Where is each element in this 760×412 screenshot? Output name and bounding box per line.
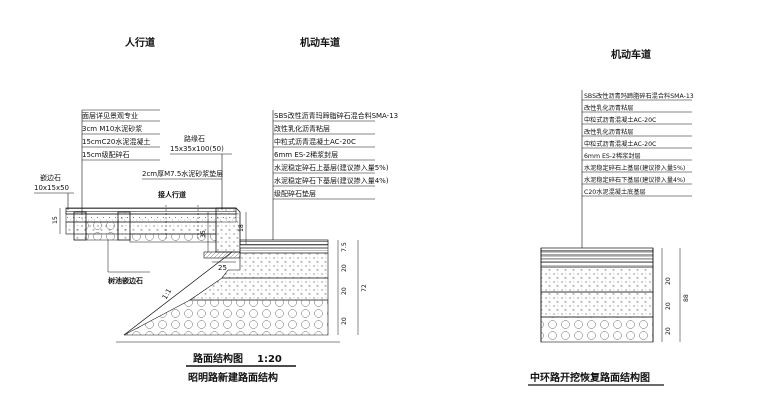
road-layer-left-6: 水泥稳定碎石下基层(建议掺入量4%) — [274, 176, 389, 185]
road-layer-right-2: 改性乳化沥青粘层 — [584, 104, 634, 112]
dim-72: 72 — [361, 284, 368, 292]
heading-road-right: 机动车道 — [611, 48, 651, 61]
road-layer-right-9: C20水泥混凝土底基层 — [584, 188, 646, 196]
road-layer-left-5: 水泥稳定碎石上基层(建议掺入量5%) — [274, 163, 389, 172]
left-title: 路面结构图 — [193, 352, 243, 365]
dim-20c-right: 20 — [665, 327, 672, 335]
curb-size: 15x35x100(50) — [170, 145, 224, 153]
sidewalk-layer-3: 15cmC20水泥混凝土 — [82, 137, 150, 146]
dim-7-5-left: 7.5 — [341, 242, 348, 252]
curb-bed-label: 2cm厚M7.5水泥砂浆垫层 — [142, 169, 223, 178]
sidewalk-layer-1: 面层详见景观专业 — [82, 111, 138, 120]
dims-road-right: 20 20 20 88 — [661, 248, 690, 342]
right-subtitle: 中环路开挖恢复路面结构图 — [530, 371, 650, 384]
road-layer-right-3: 中粒式沥青混凝土AC-20C — [584, 116, 656, 124]
dim-20c-left: 20 — [341, 317, 348, 325]
heading-road-left: 机动车道 — [300, 36, 340, 49]
sidewalk-section — [65, 205, 241, 259]
left-scale: 1:20 — [257, 354, 282, 365]
sidewalk-layer-labels: 面层详见景观专业 3cm M10水泥砂浆 15cmC20水泥混凝土 15cm级配… — [81, 109, 160, 215]
dim-20b-left: 20 — [341, 287, 348, 295]
small-curb-size: 10x15x50 — [34, 184, 69, 192]
road-layer-right-7: 水泥稳定碎石上基层(建议掺入量5%) — [584, 164, 685, 172]
tree-pit-label: 树池嵌边石 — [108, 276, 143, 285]
road-section-left: 1:1 — [116, 239, 340, 343]
ramp-label: 接人行道 — [158, 190, 186, 199]
small-curb-label: 嵌边石 — [40, 173, 61, 182]
dim-18: 18 — [238, 224, 245, 232]
road-section-right — [540, 247, 654, 343]
sidewalk-layer-4: 15cm级配碎石 — [82, 150, 130, 159]
road-layer-right-6: 6mm ES-2稀浆封层 — [584, 152, 641, 160]
curb-label: 路缘石 — [184, 134, 205, 143]
sidewalk-layer-2: 3cm M10水泥砂浆 — [82, 124, 142, 133]
heading-sidewalk: 人行道 — [125, 36, 155, 49]
road-layer-labels-right: SBS改性沥青玛蹄脂碎石混合料SMA-13 改性乳化沥青粘层 中粒式沥青混凝土A… — [581, 90, 694, 248]
road-layer-labels-left: SBS改性沥青玛蹄脂碎石混合料SMA-13 改性乳化沥青粘层 中粒式沥青混凝土A… — [272, 110, 398, 240]
left-subtitle: 昭明路新建路面结构 — [188, 371, 278, 384]
road-layer-right-5: 中粒式沥青混凝土AC-20C — [584, 140, 656, 148]
dim-35: 35 — [200, 230, 207, 238]
road-layer-left-2: 改性乳化沥青粘层 — [274, 124, 330, 133]
dim-88: 88 — [683, 294, 690, 302]
road-layer-left-1: SBS改性沥青玛蹄脂碎石混合料SMA-13 — [274, 111, 398, 120]
dims-road-left: 7.5 20 20 20 72 — [337, 240, 368, 335]
dim-20a-left: 20 — [341, 264, 348, 272]
road-layer-right-1: SBS改性沥青玛蹄脂碎石混合料SMA-13 — [584, 92, 694, 100]
dim-20b-right: 20 — [665, 302, 672, 310]
road-layer-left-3: 中粒式沥青混凝土AC-20C — [274, 137, 356, 146]
dims-left: 15 35 18 25 — [52, 208, 247, 272]
road-layer-left-4: 6mm ES-2稀浆封层 — [274, 150, 338, 159]
dim-25: 25 — [218, 264, 227, 272]
road-layer-left-7: 级配碎石垫层 — [274, 189, 316, 198]
road-layer-right-4: 改性乳化沥青粘层 — [584, 128, 634, 136]
road-layer-right-8: 水泥稳定碎石下基层(建议掺入量4%) — [584, 176, 685, 184]
dim-15-left: 15 — [52, 216, 59, 224]
dim-20a-right: 20 — [665, 277, 672, 285]
